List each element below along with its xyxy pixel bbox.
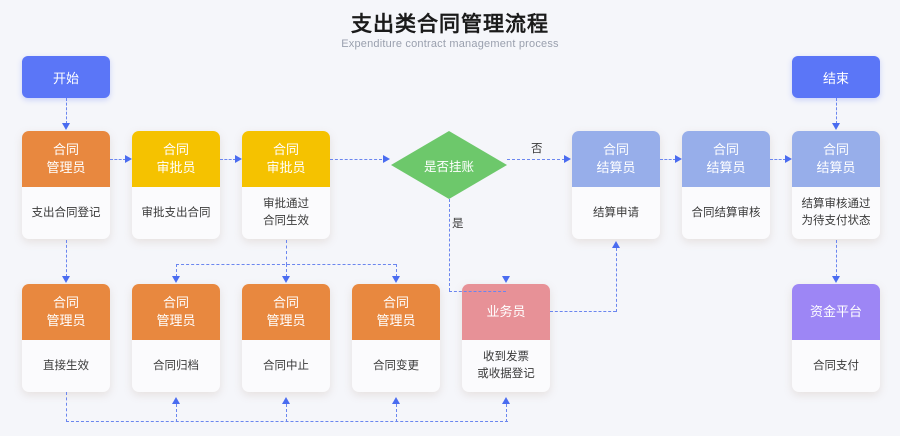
node-row2-5[interactable]: 业务员 收到发票 或收据登记 xyxy=(462,284,550,392)
edge-label-no: 否 xyxy=(531,143,543,155)
edge-row1-6-to-row2-6 xyxy=(836,240,837,277)
decision-node[interactable]: 是否挂账 xyxy=(391,131,507,199)
edge-decision-no-to-row1-4 xyxy=(507,159,565,160)
node-row2-3[interactable]: 合同 管理员 合同中止 xyxy=(242,284,330,392)
edge-return-bus-to-row2-4 xyxy=(396,404,397,422)
edge-return-bus-to-row2-2 xyxy=(176,404,177,422)
edge-return-bus-to-row2-3 xyxy=(286,404,287,422)
arrowhead-down xyxy=(172,276,180,283)
node-row1-6[interactable]: 合同 结算员 结算审核通过 为待支付状态 xyxy=(792,131,880,239)
edge-label-yes: 是 xyxy=(452,218,464,230)
edge-return-bus-to-row2-5 xyxy=(506,404,507,422)
edge-row2-5-to-row1-4-h xyxy=(550,311,616,312)
arrowhead-up xyxy=(172,397,180,404)
arrowhead-right xyxy=(564,155,571,163)
node-role: 业务员 xyxy=(462,284,550,340)
edge-row1-1-to-row2-1 xyxy=(66,240,67,277)
node-desc: 结算审核通过 为待支付状态 xyxy=(801,198,871,227)
node-desc: 结算申请 xyxy=(593,206,639,219)
arrowhead-down xyxy=(832,123,840,130)
node-desc: 支出合同登记 xyxy=(31,206,101,219)
node-desc: 合同中止 xyxy=(263,359,309,372)
node-row1-4[interactable]: 合同 结算员 结算申请 xyxy=(572,131,660,239)
node-role: 资金平台 xyxy=(792,284,880,340)
node-role: 合同 审批员 xyxy=(132,131,220,187)
arrowhead-down xyxy=(282,276,290,283)
node-desc: 审批通过 合同生效 xyxy=(263,198,309,227)
node-row1-1[interactable]: 合同 管理员 支出合同登记 xyxy=(22,131,110,239)
edge-row1-4-to-row1-5 xyxy=(660,159,676,160)
node-row1-3[interactable]: 合同 审批员 审批通过 合同生效 xyxy=(242,131,330,239)
edge-row2-5-to-row1-4-v xyxy=(616,248,617,312)
arrowhead-up xyxy=(392,397,400,404)
arrowhead-down xyxy=(62,123,70,130)
node-role: 合同 结算员 xyxy=(792,131,880,187)
edge-row2-1-down-to-return-bus xyxy=(66,392,67,422)
node-role: 合同 管理员 xyxy=(352,284,440,340)
edge-row1-5-to-row1-6 xyxy=(770,159,786,160)
page-title: 支出类合同管理流程 xyxy=(351,13,549,36)
page-subtitle: Expenditure contract management process xyxy=(341,38,559,50)
arrowhead-down xyxy=(62,276,70,283)
decision-label: 是否挂账 xyxy=(423,159,474,174)
edge-row1-2-to-row1-3 xyxy=(220,159,236,160)
node-desc: 合同结算审核 xyxy=(691,206,761,219)
node-desc: 审批支出合同 xyxy=(141,206,211,219)
node-role: 合同 管理员 xyxy=(242,284,330,340)
edge-row1-3-down-to-bus xyxy=(286,240,287,265)
end-node[interactable]: 结束 xyxy=(792,56,880,98)
arrowhead-right xyxy=(675,155,682,163)
node-role: 合同 结算员 xyxy=(682,131,770,187)
arrowhead-up xyxy=(502,397,510,404)
node-role: 合同 管理员 xyxy=(22,284,110,340)
node-role: 合同 审批员 xyxy=(242,131,330,187)
arrowhead-right xyxy=(785,155,792,163)
arrowhead-right xyxy=(235,155,242,163)
node-desc: 收到发票 或收据登记 xyxy=(477,351,535,380)
node-role: 合同 结算员 xyxy=(572,131,660,187)
node-row2-1[interactable]: 合同 管理员 直接生效 xyxy=(22,284,110,392)
edge-distribution-bus xyxy=(176,264,396,265)
edge-row1-1-to-row1-2 xyxy=(110,159,126,160)
arrowhead-right xyxy=(125,155,132,163)
node-row2-2[interactable]: 合同 管理员 合同归档 xyxy=(132,284,220,392)
arrowhead-right xyxy=(383,155,390,163)
node-role: 合同 管理员 xyxy=(132,284,220,340)
node-row2-4[interactable]: 合同 管理员 合同变更 xyxy=(352,284,440,392)
edge-return-bus xyxy=(66,421,508,422)
node-desc: 直接生效 xyxy=(43,359,89,372)
arrowhead-up xyxy=(612,241,620,248)
edge-end-to-row1-6 xyxy=(836,98,837,124)
edge-start-to-row1-1 xyxy=(66,98,67,124)
edge-decision-yes-down xyxy=(449,199,450,291)
arrowhead-down xyxy=(502,276,510,283)
edge-row1-3-to-decision xyxy=(330,159,382,160)
start-node[interactable]: 开始 xyxy=(22,56,110,98)
node-role: 合同 管理员 xyxy=(22,131,110,187)
arrowhead-down xyxy=(832,276,840,283)
arrowhead-down xyxy=(392,276,400,283)
node-desc: 合同变更 xyxy=(373,359,419,372)
node-row2-6[interactable]: 资金平台 合同支付 xyxy=(792,284,880,392)
node-row1-2[interactable]: 合同 审批员 审批支出合同 xyxy=(132,131,220,239)
node-desc: 合同支付 xyxy=(813,359,859,372)
arrowhead-up xyxy=(282,397,290,404)
node-desc: 合同归档 xyxy=(153,359,199,372)
node-row1-5[interactable]: 合同 结算员 合同结算审核 xyxy=(682,131,770,239)
